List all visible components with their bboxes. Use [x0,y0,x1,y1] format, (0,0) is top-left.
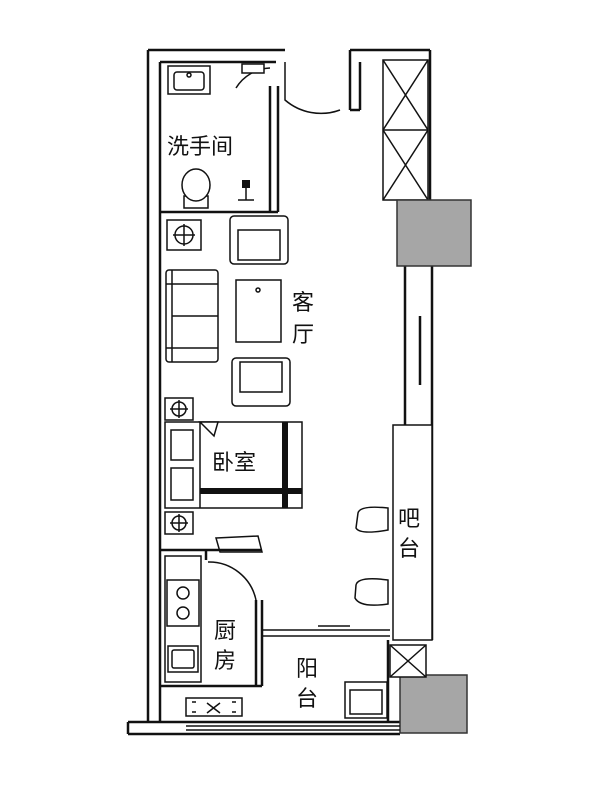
sink-icon [167,645,199,673]
floor-drain-icon [238,180,254,201]
pillar-upper [396,199,472,267]
storage-box-icon [389,644,427,678]
bedroom-label: 卧室 [212,451,256,476]
kitchen-label-1: 厨 [214,619,236,644]
nightstand-icon [164,511,194,535]
pillar-lower [399,674,468,734]
living-room: 客 厅 [165,215,314,407]
armchair-icon [229,215,289,265]
cabinet-icon [215,535,263,553]
living-room-label-1: 客 [292,291,314,316]
armchair-icon [231,357,291,407]
coffee-table-icon [235,279,282,343]
bar-counter: 吧 台 [354,316,433,641]
sofa-icon [165,269,219,363]
outlet-icon [166,219,202,251]
bar-label-2: 台 [398,537,420,562]
bathroom-label: 洗手间 [167,135,233,160]
balcony: 阳 台 [262,625,427,719]
bathroom: 洗手间 [160,62,341,214]
bedroom: 卧室 [164,397,303,553]
stove-icon [166,579,200,627]
toilet-icon [181,168,211,209]
nightstand-icon [164,397,194,421]
outer-walls [126,48,434,736]
shelf-icon [241,63,265,74]
balcony-label-2: 台 [296,687,318,712]
bottom-window [186,725,400,731]
bar-stool-icon [354,578,389,606]
washing-machine-icon [344,681,388,719]
wardrobe-cabinet [382,59,429,201]
bar-label-1: 吧 [398,507,420,532]
bar-stool-icon [355,506,389,533]
kitchen-label-2: 房 [214,649,236,674]
balcony-label-1: 阳 [296,657,318,682]
living-room-label-2: 厅 [292,323,314,348]
bed-icon [164,421,303,509]
kitchen: 厨 房 [160,548,264,717]
